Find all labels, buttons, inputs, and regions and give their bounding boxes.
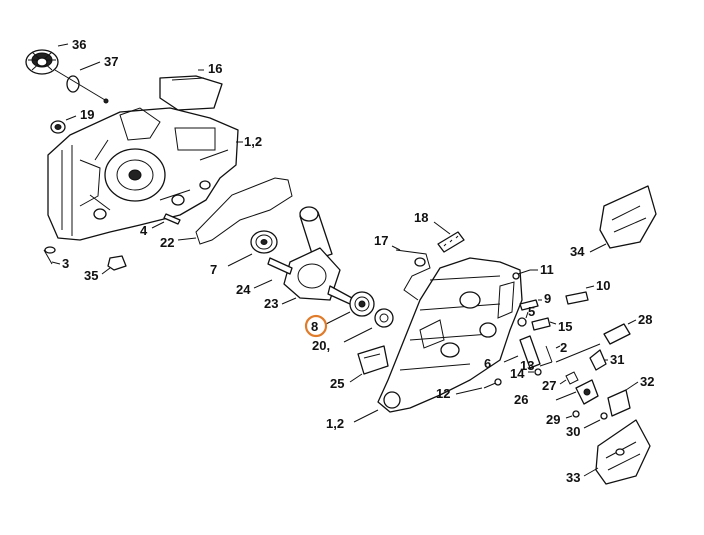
label-32: 32 bbox=[640, 374, 654, 389]
part-9-spring bbox=[519, 299, 539, 311]
label-1-2-bottom: 1,2 bbox=[326, 416, 344, 431]
part-8-bearing bbox=[349, 291, 375, 317]
label-15: 15 bbox=[558, 319, 572, 334]
part-25-bracket bbox=[357, 345, 389, 375]
label-3: 3 bbox=[62, 256, 69, 271]
highlight-marker-8[interactable] bbox=[304, 314, 328, 338]
part-5-nut bbox=[517, 317, 527, 327]
part-34-shield bbox=[599, 185, 657, 249]
label-18: 18 bbox=[414, 210, 428, 225]
label-1-2-top: 1,2 bbox=[244, 134, 262, 149]
label-20: 20, bbox=[312, 338, 330, 353]
part-4-dowel-pin bbox=[163, 213, 181, 225]
label-10: 10 bbox=[596, 278, 610, 293]
part-7-bearing bbox=[250, 230, 278, 254]
label-5: 5 bbox=[528, 304, 535, 319]
part-16-cover-plate bbox=[159, 75, 223, 111]
part-11-screw bbox=[512, 269, 531, 280]
part-17-linkage bbox=[395, 249, 431, 301]
part-37-ring-and-pin bbox=[54, 69, 109, 104]
part-22-gasket bbox=[195, 177, 293, 245]
part-26-chain-tensioner bbox=[575, 379, 599, 405]
label-4: 4 bbox=[140, 223, 148, 238]
part-19-grommet bbox=[50, 120, 66, 134]
label-12: 12 bbox=[436, 386, 450, 401]
label-26: 26 bbox=[514, 392, 528, 407]
part-15-plug bbox=[531, 317, 551, 331]
part-29-screw bbox=[572, 410, 580, 418]
label-37: 37 bbox=[104, 54, 118, 69]
part-30-screw bbox=[600, 412, 608, 420]
label-24: 24 bbox=[236, 282, 251, 297]
part-32-plate bbox=[607, 389, 631, 417]
part-33-cover-plate bbox=[595, 419, 651, 485]
label-7: 7 bbox=[210, 262, 217, 277]
label-27: 27 bbox=[542, 378, 556, 393]
label-30: 30 bbox=[566, 424, 580, 439]
label-11: 11 bbox=[540, 262, 554, 277]
part-1-2-crankcase-left bbox=[47, 107, 239, 241]
part-3-screw bbox=[43, 246, 56, 265]
label-17: 17 bbox=[374, 233, 388, 248]
label-14: 14 bbox=[510, 366, 525, 381]
label-2: 2 bbox=[560, 340, 567, 355]
label-13: 13 bbox=[520, 358, 534, 373]
label-6: 6 bbox=[484, 356, 491, 371]
part-27-spring bbox=[565, 371, 579, 385]
label-34: 34 bbox=[570, 244, 585, 259]
part-6-nozzle bbox=[519, 335, 541, 369]
label-29: 29 bbox=[546, 412, 560, 427]
part-35-nut bbox=[107, 255, 127, 271]
part-1-2-crankcase-right bbox=[377, 257, 523, 413]
label-9: 9 bbox=[544, 291, 551, 306]
part-28-clip bbox=[603, 323, 631, 345]
part-23-crankshaft bbox=[267, 206, 353, 305]
label-33: 33 bbox=[566, 470, 580, 485]
label-35: 35 bbox=[84, 268, 98, 283]
part-36-starter-pulley bbox=[25, 49, 59, 75]
part-14-washer bbox=[534, 368, 542, 376]
label-25: 25 bbox=[330, 376, 344, 391]
label-22: 22 bbox=[160, 235, 174, 250]
label-28: 28 bbox=[638, 312, 652, 327]
label-16: 16 bbox=[208, 61, 222, 76]
part-18-bolt bbox=[437, 231, 465, 253]
part-2-spring-pin bbox=[545, 345, 553, 363]
part-20-seal bbox=[374, 308, 394, 328]
label-19: 19 bbox=[80, 107, 94, 122]
label-8: 8 bbox=[311, 319, 318, 334]
part-12-screw bbox=[483, 378, 502, 389]
part-13-rod bbox=[555, 343, 601, 363]
label-36: 36 bbox=[72, 37, 86, 52]
part-10-stud bbox=[565, 291, 589, 305]
label-23: 23 bbox=[264, 296, 278, 311]
part-31-lever bbox=[589, 349, 607, 371]
label-31: 31 bbox=[610, 352, 624, 367]
